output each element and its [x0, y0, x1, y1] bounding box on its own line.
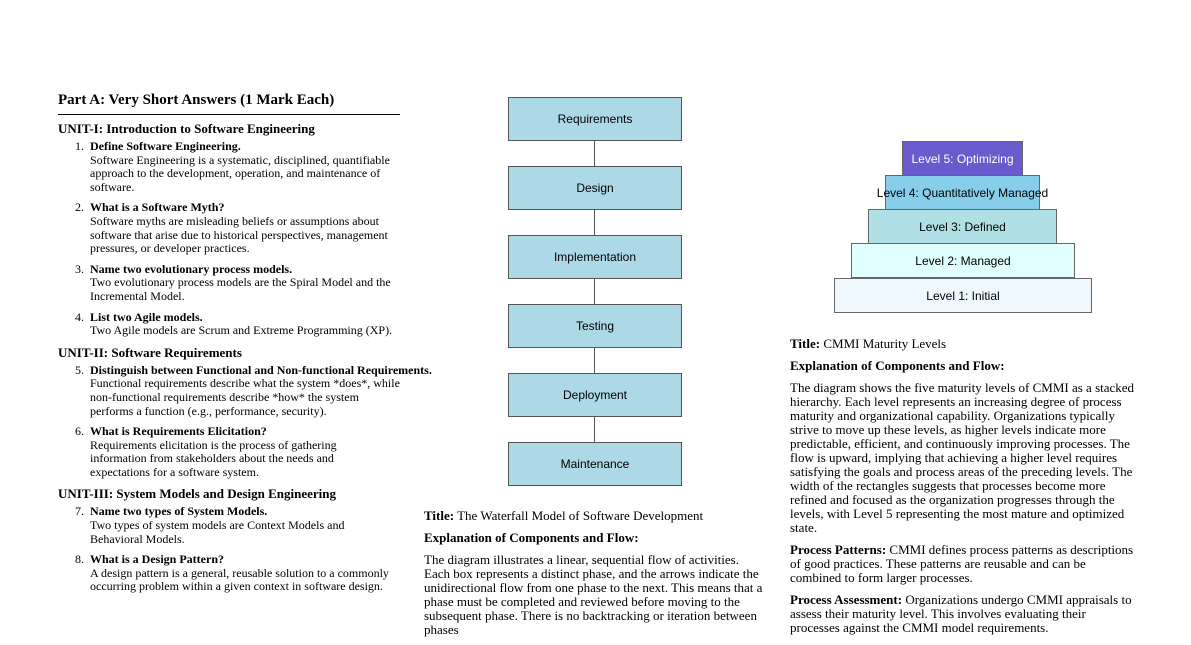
- answer-text: Two evolutionary process models are the …: [90, 275, 391, 303]
- process-patterns-text: CMMI defines process patterns as descrip…: [790, 542, 1134, 585]
- question-number: 6.: [75, 424, 84, 439]
- part-a-title: Part A: Very Short Answers (1 Mark Each): [58, 92, 400, 115]
- connector: [594, 209, 595, 235]
- question-text: List two Agile models.: [90, 309, 203, 324]
- phase-deployment: Deployment: [508, 373, 682, 417]
- process-assessment-label: Process Assessment:: [790, 592, 903, 607]
- list-item: 1. Define Software Engineering. Software…: [58, 139, 458, 194]
- answer-text: Software myths are misleading beliefs or…: [90, 213, 388, 256]
- question-text: Name two evolutionary process models.: [90, 261, 293, 276]
- part-a-section: Part A: Very Short Answers (1 Mark Each)…: [58, 92, 458, 601]
- explanation-heading: Explanation of Components and Flow:: [424, 530, 639, 545]
- phase-testing: Testing: [508, 304, 682, 348]
- question-number: 5.: [75, 362, 84, 377]
- level-5-box: Level 5: Optimizing: [902, 141, 1023, 176]
- explanation-text: The diagram shows the five maturity leve…: [790, 380, 1135, 535]
- diagram-title: The Waterfall Model of Software Developm…: [457, 508, 704, 523]
- process-patterns-label: Process Patterns:: [790, 542, 887, 557]
- level-3-box: Level 3: Defined: [868, 209, 1057, 244]
- answer-text: Two types of system models are Context M…: [90, 518, 345, 546]
- answer-text: Requirements elicitation is the process …: [90, 437, 337, 479]
- connector: [594, 347, 595, 373]
- question-number: 7.: [75, 504, 84, 519]
- answer-text: Two Agile models are Scrum and Extreme P…: [90, 323, 393, 338]
- list-item: 3. Name two evolutionary process models.…: [58, 261, 458, 304]
- phase-implementation: Implementation: [508, 235, 682, 279]
- question-number: 8.: [75, 552, 84, 567]
- diagram-title: CMMI Maturity Levels: [823, 336, 947, 351]
- explanation-text: The diagram illustrates a linear, sequen…: [424, 552, 763, 637]
- question-text: Distinguish between Functional and Non-f…: [90, 362, 432, 377]
- title-label: Title:: [424, 508, 455, 523]
- question-number: 1.: [75, 139, 84, 153]
- level-1-box: Level 1: Initial: [834, 278, 1092, 313]
- phase-design: Design: [508, 166, 682, 210]
- level-4-box: Level 4: Quantitatively Managed: [877, 175, 1048, 210]
- explanation-heading: Explanation of Components and Flow:: [790, 358, 1005, 373]
- phase-requirements: Requirements: [508, 97, 682, 141]
- answer-text: A design pattern is a general, reusable …: [90, 565, 389, 594]
- unit-title: UNIT-II: Software Requirements: [58, 344, 242, 360]
- list-item: 2. What is a Software Myth? Software myt…: [58, 201, 458, 255]
- answer-text: Software Engineering is a systematic, di…: [90, 152, 390, 194]
- list-item: 8. What is a Design Pattern? A design pa…: [58, 552, 458, 594]
- question-number: 4.: [75, 309, 84, 324]
- question-text: Name two types of System Models.: [90, 504, 268, 519]
- question-number: 2.: [75, 200, 84, 215]
- phase-maintenance: Maintenance: [508, 442, 682, 486]
- question-text: What is a Software Myth?: [90, 200, 225, 215]
- question-number: 3.: [75, 261, 84, 276]
- answer-text: Functional requirements describe what th…: [90, 376, 400, 418]
- question-text: Define Software Engineering.: [90, 139, 241, 153]
- list-item: 5. Distinguish between Functional and No…: [58, 362, 458, 418]
- level-2-box: Level 2: Managed: [851, 243, 1075, 278]
- question-text: What is Requirements Elicitation?: [90, 424, 267, 439]
- question-text: What is a Design Pattern?: [90, 552, 224, 567]
- connector: [594, 140, 595, 166]
- list-item: 7. Name two types of System Models. Two …: [58, 505, 458, 546]
- connector: [594, 416, 595, 442]
- unit-title: UNIT-I: Introduction to Software Enginee…: [58, 121, 315, 136]
- cmmi-description: Title: CMMI Maturity Levels Explanation …: [790, 337, 1135, 643]
- waterfall-description: Title: The Waterfall Model of Software D…: [424, 509, 764, 645]
- unit-title: UNIT-III: System Models and Design Engin…: [58, 486, 336, 502]
- list-item: 4. List two Agile models. Two Agile mode…: [58, 309, 458, 338]
- connector: [594, 278, 595, 304]
- list-item: 6. What is Requirements Elicitation? Req…: [58, 424, 458, 479]
- title-label: Title:: [790, 336, 821, 351]
